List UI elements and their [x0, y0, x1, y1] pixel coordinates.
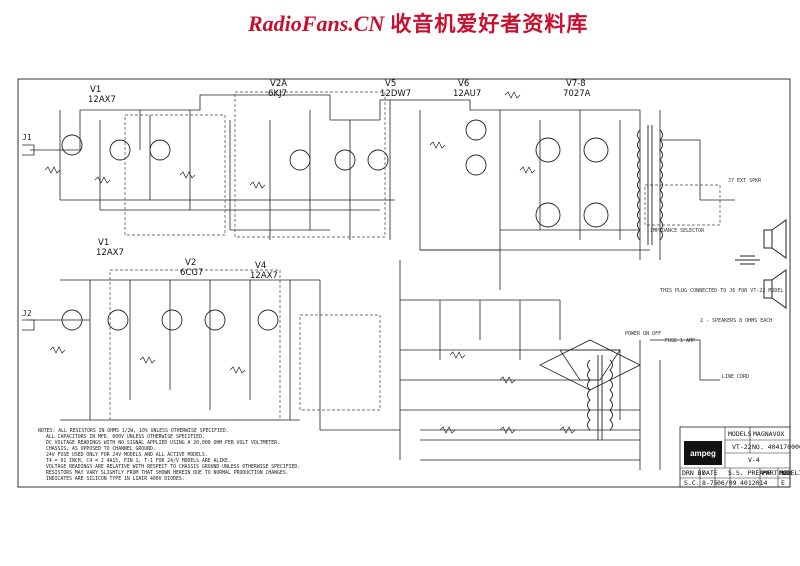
- rev-label: REV: [780, 469, 792, 477]
- note-line: VOLTAGE READINGS ARE RELATIVE WITH RESPE…: [46, 464, 300, 470]
- tube-circle: [535, 202, 561, 228]
- jack-label: J2: [22, 309, 32, 318]
- part-no-label: PART NO.: [762, 469, 793, 477]
- tube-type: 12DW7: [380, 89, 411, 99]
- brand-text: RadioFans.CN: [248, 11, 385, 36]
- dashed-boxes: [109, 91, 721, 421]
- tube-circle: [161, 309, 183, 331]
- ampeg-logo: [684, 441, 722, 465]
- line-cord-label: LINE CORD: [722, 374, 749, 380]
- power-transformer: [587, 355, 613, 440]
- tube-ref: V4: [255, 261, 266, 271]
- tube-ref: V2A: [270, 79, 287, 89]
- output-transformer: [637, 125, 663, 245]
- ampeg-logo-text: ampeg: [690, 449, 716, 458]
- speakers-note: 2 - SPEAKERS 8 OHMS EACH: [700, 318, 772, 324]
- rev-value: E: [781, 479, 785, 487]
- tube-circle: [367, 149, 389, 171]
- note-line: T4 = 01 INCH, C4 = 2 4A15, PIN 1, T-1 FO…: [46, 458, 231, 464]
- v-label: V-4: [748, 456, 760, 464]
- impedance-label: IMPEDANCE SELECTOR: [650, 228, 705, 234]
- tube-ref: V6: [458, 79, 469, 89]
- model-value: VT-22: [732, 443, 752, 451]
- tube-circle: [149, 139, 171, 161]
- tube-ref: V5: [385, 79, 396, 89]
- tube-ref: V1: [98, 238, 109, 248]
- drn-by-label: DRN BY: [682, 469, 706, 477]
- tube-labels: V1 12AX7 V2A 6KJ7 V5 12DW7 V6 12AU7 V7-8…: [88, 79, 591, 281]
- fuse-label: FUSE 1 AMP: [665, 338, 695, 344]
- part-no-value: 4012014: [740, 479, 767, 487]
- date2-value: 06/09: [717, 479, 737, 487]
- tube-type: 7027A: [563, 89, 591, 99]
- note-line: 24V FUSE USED ONLY FOR 24V MODELS AND AL…: [46, 452, 208, 458]
- tube-circle: [109, 139, 131, 161]
- resistors: [44, 91, 576, 434]
- tube-circle: [204, 309, 226, 331]
- wires: [30, 94, 735, 470]
- note-line: ALL CAPACITORS IN MFD. 600V UNLESS OTHER…: [46, 434, 205, 440]
- tube-circle: [257, 309, 279, 331]
- power-switch-label: POWER ON OFF: [625, 331, 661, 337]
- schematic-border: [17, 78, 791, 488]
- date-value: 8-75: [702, 479, 718, 487]
- tube-circle: [583, 202, 609, 228]
- models-label: MODELS: [728, 430, 752, 438]
- tube-circle: [289, 149, 311, 171]
- note-line: DC VOLTAGE READINGS WITH NO SIGNAL APPLI…: [46, 440, 280, 446]
- model-name: MAGNAVOX: [753, 430, 784, 438]
- tube-circle: [465, 119, 487, 141]
- speakers: [735, 219, 787, 309]
- tube-envelopes: [61, 119, 609, 331]
- model-number: NO. 4041700000: [752, 443, 800, 451]
- note-line: NOTES: ALL RESISTORS IN OHMS 1/2W, 10% U…: [38, 428, 229, 434]
- date-label: DATE: [702, 469, 718, 477]
- input-jacks: [22, 144, 35, 331]
- brand-cn-text: 收音机爱好者资料库: [390, 12, 589, 36]
- tube-circle: [61, 134, 83, 156]
- tube-type: 12AU7: [453, 89, 481, 99]
- tube-ref: V1: [90, 85, 101, 95]
- tube-circle: [465, 154, 487, 176]
- tube-type: 12AX7: [96, 248, 124, 258]
- ext-spkr-label: J7 EXT SPKR: [728, 178, 762, 184]
- component-labels: J1 J2 J7 EXT SPKR IMPEDANCE SELECTOR 2 -…: [22, 133, 783, 380]
- note-line: RESISTORS MAY VARY SLIGHTLY FROM THAT SH…: [46, 470, 289, 476]
- tube-circle: [583, 137, 609, 163]
- tube-circle: [61, 309, 83, 331]
- drn-by-value: S.C.: [684, 479, 700, 487]
- notes-block: NOTES: ALL RESISTORS IN OHMS 1/2W, 10% U…: [38, 428, 300, 482]
- tube-ref: V7-8: [566, 79, 586, 89]
- note-line: INDICATES ARE SILICON TYPE 1N LIAIR 400V…: [46, 476, 185, 482]
- title-text: S.S. PREAMP. MODELING: [728, 469, 800, 477]
- tube-circle: [107, 309, 129, 331]
- watermark-header: RadioFans.CN 收音机爱好者资料库: [248, 8, 588, 38]
- tube-type: 12AX7: [250, 271, 278, 281]
- tube-type: 6KJ7: [268, 89, 287, 99]
- plug-note: THIS PLUG CONNECTED TO J6 FOR VT-22 MODE…: [660, 288, 783, 294]
- tube-type: 6CG7: [180, 268, 203, 278]
- title-block: ampeg MODELS MAGNAVOX VT-22 NO. 40417000…: [679, 426, 800, 488]
- note-line: CHASSIS, AS OPPOSED TO CHANNEL GROUND.: [46, 446, 156, 452]
- tube-circle: [334, 149, 356, 171]
- tube-circle: [535, 137, 561, 163]
- jack-label: J1: [22, 133, 32, 142]
- tube-type: 12AX7: [88, 95, 116, 105]
- tube-ref: V2: [185, 258, 196, 268]
